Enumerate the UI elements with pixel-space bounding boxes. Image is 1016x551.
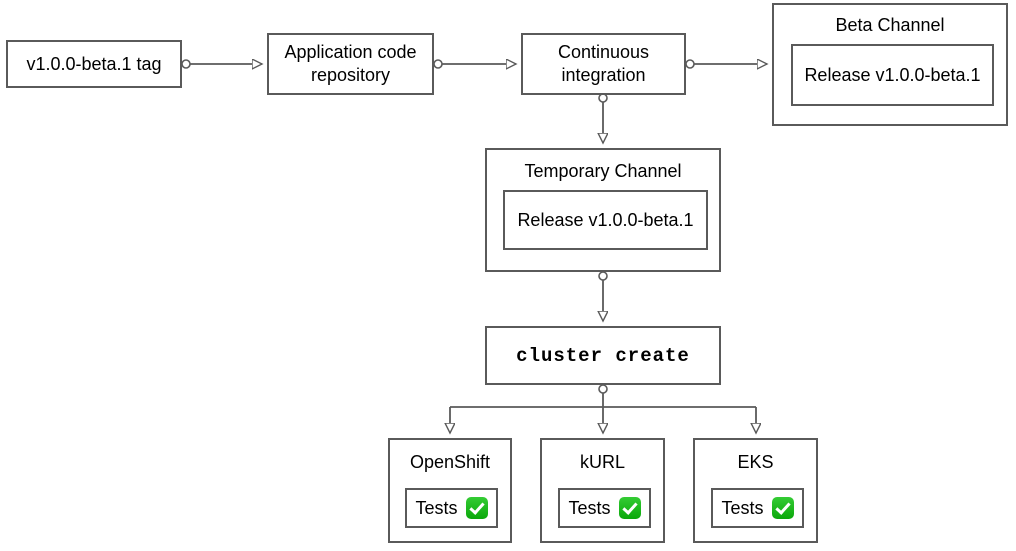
node-beta-channel-title: Beta Channel [835,15,945,35]
node-beta-channel-release-label: Release v1.0.0-beta.1 [804,64,981,85]
node-temporary-channel-release-label: Release v1.0.0-beta.1 [517,209,694,230]
check-mark-button-icon [771,497,794,519]
node-eks[interactable]: EKS Tests [693,438,818,543]
node-cluster-create-label: cluster create [516,344,690,367]
connector-temporary-channel-to-cluster-create [599,271,607,321]
node-kurl[interactable]: kURL Tests [540,438,665,543]
node-openshift-tests-label: Tests [415,497,458,518]
node-temporary-channel-release[interactable]: Release v1.0.0-beta.1 [503,190,708,250]
node-kurl-tests-label: Tests [568,497,611,518]
node-application-code-repository-label: Application code repository [284,42,417,85]
node-openshift-tests[interactable]: Tests [405,488,498,528]
node-tag[interactable]: v1.0.0-beta.1 tag [6,40,182,88]
node-beta-channel-release[interactable]: Release v1.0.0-beta.1 [791,44,994,106]
node-kurl-tests[interactable]: Tests [558,488,651,528]
node-temporary-channel-title: Temporary Channel [524,161,682,181]
connector-ci-to-temporary-channel [599,93,607,143]
node-continuous-integration-label: Continuous integration [557,42,650,85]
connector-cluster-create-branch [450,384,756,433]
eks-tests-row: Tests [721,497,794,519]
check-mark-button-icon [465,497,488,519]
connector-repo-to-ci [433,60,516,68]
node-beta-channel[interactable]: Beta Channel Release v1.0.0-beta.1 [772,3,1008,126]
node-application-code-repository[interactable]: Application code repository [267,33,434,95]
node-continuous-integration[interactable]: Continuous integration [521,33,686,95]
node-temporary-channel[interactable]: Temporary Channel Release v1.0.0-beta.1 [485,148,721,272]
node-eks-tests-label: Tests [721,497,764,518]
node-openshift-title: OpenShift [409,452,491,472]
connector-ci-to-beta-channel [685,60,767,68]
node-eks-tests[interactable]: Tests [711,488,804,528]
node-tag-label: v1.0.0-beta.1 tag [26,53,162,74]
connector-tag-to-repo [181,60,262,68]
node-eks-title: EKS [737,452,774,472]
node-cluster-create[interactable]: cluster create [485,326,721,385]
openshift-tests-row: Tests [415,497,488,519]
kurl-tests-row: Tests [568,497,641,519]
check-mark-button-icon [618,497,641,519]
node-kurl-title: kURL [579,452,625,472]
node-openshift[interactable]: OpenShift Tests [388,438,512,543]
